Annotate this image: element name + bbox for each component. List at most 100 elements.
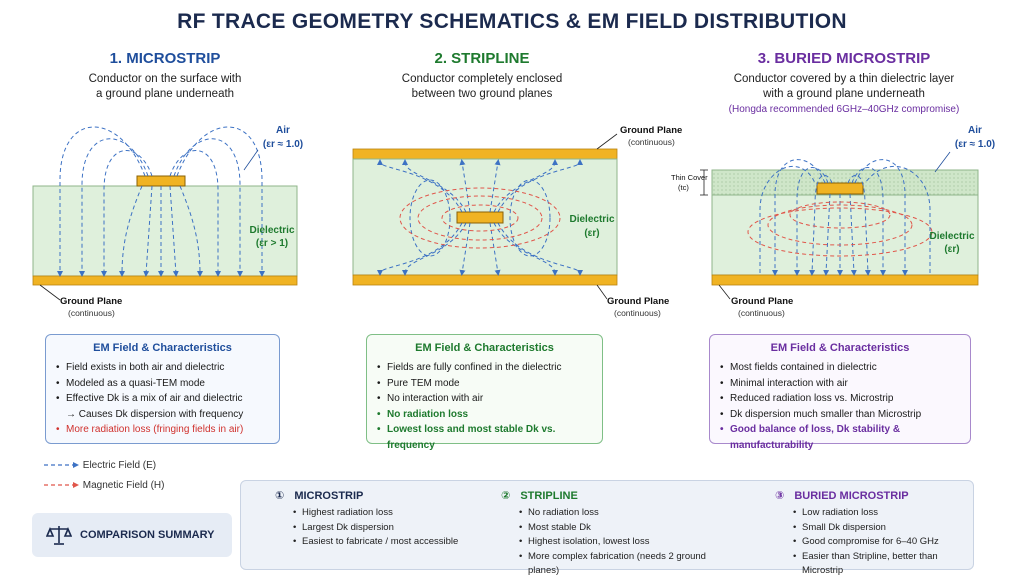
comparison-summary-panel: ① MICROSTRIP Highest radiation loss Larg… [240, 480, 974, 576]
summary-stripline-number: ② [501, 490, 511, 502]
stripline-diagram: Ground Plane (continuous) Dielectric (εr… [352, 125, 682, 318]
stripline-dielectric-label: Dielectric [569, 214, 614, 225]
microstrip-dielectric-er: (εr > 1) [256, 238, 288, 249]
comparison-summary-badge: COMPARISON SUMMARY [32, 513, 232, 557]
buried-char-3: Reduced radiation loss vs. Microstrip [720, 391, 970, 407]
page-title: RF TRACE GEOMETRY SCHEMATICS & EM FIELD … [177, 10, 847, 33]
buried-char-5: Good balance of loss, Dk stability & man… [720, 422, 970, 453]
buried-microstrip-note: (Hongda recommended 6GHz–40GHz compromis… [728, 104, 960, 115]
summary-buried-item-3: Good compromise for 6–40 GHz [793, 535, 975, 550]
balance-scale-icon [46, 526, 72, 545]
buried-microstrip-heading: 3. BURIED MICROSTRIP [757, 50, 931, 67]
microstrip-characteristics-box: EM Field & Characteristics Field exists … [45, 334, 280, 444]
microstrip-char-5: More radiation loss (fringing fields in … [56, 422, 279, 438]
microstrip-conductor [136, 175, 186, 187]
stripline-heading: 2. STRIPLINE [434, 50, 530, 67]
microstrip-ground-plane [32, 275, 298, 286]
microstrip-char-1: Field exists in both air and dielectric [56, 360, 279, 376]
microstrip-e-field-lines [57, 126, 265, 277]
buried-air-label: Air [968, 125, 982, 136]
buried-dielectric-label: Dielectric [929, 231, 974, 242]
microstrip-char-4: → Causes Dk dispersion with frequency [66, 408, 244, 420]
electric-field-line-icon [44, 462, 79, 469]
legend-electric: Electric Field (E) [44, 460, 156, 471]
microstrip-char-3: Effective Dk is a mix of air and dielect… [56, 391, 279, 407]
summary-stripline-item-1: No radiation loss [519, 506, 731, 521]
summary-buried-microstrip: ③ BURIED MICROSTRIP Low radiation loss S… [775, 489, 975, 579]
buried-char-2: Minimal interaction with air [720, 376, 970, 392]
stripline-dielectric-er: (εr) [584, 228, 599, 239]
geometry-diagrams: Air (εr ≈ 1.0) Dielectric (εr > 1) Groun… [32, 125, 995, 318]
stripline-conductor [456, 211, 504, 224]
microstrip-desc-line2: a ground plane underneath [95, 88, 235, 100]
magnetic-field-line-icon [44, 482, 79, 489]
microstrip-diagram: Air (εr ≈ 1.0) Dielectric (εr > 1) Groun… [32, 125, 303, 318]
microstrip-air-label: Air [276, 125, 290, 136]
stripline-char-1: Fields are fully confined in the dielect… [377, 360, 602, 376]
summary-buried-item-1: Low radiation loss [793, 506, 975, 521]
stripline-char-4: No radiation loss [377, 407, 602, 423]
legend-magnetic: Magnetic Field (H) [44, 480, 164, 491]
stripline-top-ground-sub: (continuous) [628, 137, 675, 147]
comparison-summary-label: COMPARISON SUMMARY [80, 529, 215, 541]
stripline-char-5: Lowest loss and most stable Dk vs. frequ… [377, 422, 602, 453]
buried-ground-plane [711, 274, 979, 286]
summary-stripline-item-2: Most stable Dk [519, 521, 731, 536]
summary-buried-item-4: Easier than Stripline, better than Micro… [793, 550, 975, 579]
stripline-char-2: Pure TEM mode [377, 376, 602, 392]
summary-microstrip-item-2: Largest Dk dispersion [293, 521, 505, 536]
summary-stripline: ② STRIPLINE No radiation loss Most stabl… [501, 489, 731, 579]
stripline-ground-sub: (continuous) [614, 308, 661, 318]
summary-microstrip: ① MICROSTRIP Highest radiation loss Larg… [275, 489, 505, 550]
summary-stripline-item-3: Highest isolation, lowest loss [519, 535, 731, 550]
stripline-desc-line1: Conductor completely enclosed [401, 73, 563, 85]
summary-microstrip-name: MICROSTRIP [294, 489, 364, 502]
buried-char-1: Most fields contained in dielectric [720, 360, 970, 376]
buried-thin-cover-label: Thin Cover [671, 173, 708, 182]
buried-dielectric-er: (εr) [944, 244, 959, 255]
buried-desc-line1: Conductor covered by a thin dielectric l… [733, 73, 955, 85]
microstrip-dielectric-label: Dielectric [249, 225, 294, 236]
legend-electric-label: Electric Field (E) [82, 460, 157, 471]
stripline-desc-line2: between two ground planes [411, 88, 553, 100]
stripline-description: Conductor completely enclosed between tw… [317, 72, 647, 102]
buried-microstrip-description: Conductor covered by a thin dielectric l… [679, 72, 1009, 102]
microstrip-desc-line1: Conductor on the surface with [88, 73, 242, 85]
microstrip-char-2: Modeled as a quasi-TEM mode [56, 376, 279, 392]
buried-air-er: (εr ≈ 1.0) [955, 139, 995, 150]
buried-h-field-lines [747, 201, 933, 257]
stripline-top-ground-plane [352, 148, 618, 160]
summary-stripline-item-4: More complex fabrication (needs 2 ground… [519, 550, 731, 579]
microstrip-box-title: EM Field & Characteristics [93, 342, 232, 354]
stripline-char-3: No interaction with air [377, 391, 602, 407]
microstrip-dielectric [32, 185, 298, 277]
buried-conductor [816, 182, 864, 195]
summary-stripline-name: STRIPLINE [520, 489, 578, 502]
stripline-ground-label: Ground Plane [607, 296, 669, 307]
stripline-e-field-lines [377, 159, 583, 276]
summary-buried-name: BURIED MICROSTRIP [794, 489, 909, 502]
microstrip-ground-label: Ground Plane [60, 296, 122, 307]
legend-magnetic-label: Magnetic Field (H) [82, 480, 165, 491]
stripline-box-title: EM Field & Characteristics [415, 342, 554, 354]
summary-microstrip-item-1: Highest radiation loss [293, 506, 505, 521]
buried-microstrip-characteristics-box: EM Field & Characteristics Most fields c… [709, 334, 971, 451]
microstrip-air-er: (εr ≈ 1.0) [263, 139, 303, 150]
buried-ground-label: Ground Plane [731, 296, 793, 307]
summary-buried-item-2: Small Dk dispersion [793, 521, 975, 536]
buried-e-field-lines [759, 159, 931, 276]
buried-microstrip-diagram: Thin Cover (tc) Air (εr ≈ 1.0) Dielectri… [671, 125, 995, 318]
summary-microstrip-number: ① [275, 490, 285, 502]
stripline-characteristics-box: EM Field & Characteristics Fields are fu… [366, 334, 603, 451]
stripline-h-field-lines [399, 187, 561, 249]
buried-ground-sub: (continuous) [738, 308, 785, 318]
microstrip-heading: 1. MICROSTRIP [109, 50, 221, 67]
microstrip-ground-sub: (continuous) [68, 308, 115, 318]
buried-char-4: Dk dispersion much smaller than Microstr… [720, 407, 970, 423]
microstrip-description: Conductor on the surface with a ground p… [0, 72, 330, 102]
stripline-bottom-ground-plane [352, 274, 618, 286]
buried-box-title: EM Field & Characteristics [770, 342, 910, 354]
summary-buried-number: ③ [775, 490, 785, 502]
summary-microstrip-item-3: Easiest to fabricate / most accessible [293, 535, 505, 550]
buried-desc-line2: with a ground plane underneath [763, 88, 925, 100]
